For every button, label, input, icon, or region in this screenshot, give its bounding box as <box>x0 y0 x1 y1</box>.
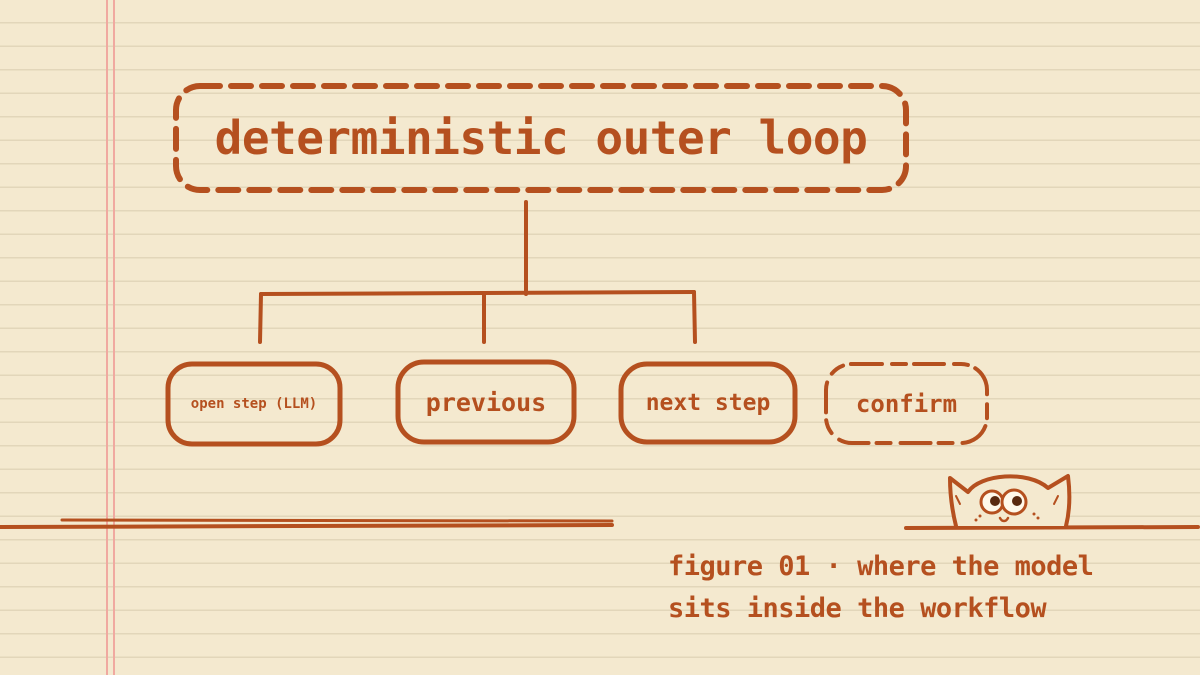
peeking-cat-icon <box>948 474 1072 528</box>
figure-caption: figure 01 · where the model sits inside … <box>668 546 1178 630</box>
caption-line-2: sits inside the workflow <box>668 593 1047 624</box>
underline-left <box>0 523 614 529</box>
connector-child-1 <box>258 292 263 344</box>
connector-child-3 <box>692 290 697 344</box>
child-node-label: confirm <box>855 389 958 418</box>
child-node-next-step: next step <box>621 364 795 442</box>
child-node-border-1 <box>165 361 343 447</box>
child-node-previous: previous <box>398 362 574 442</box>
child-node-confirm: confirm <box>826 364 987 443</box>
root-node: deterministic outer loop <box>176 86 906 190</box>
child-node-border-4 <box>824 362 989 445</box>
child-node-border-2 <box>395 359 577 445</box>
root-node-label: deterministic outer loop <box>214 111 868 165</box>
child-node-open-step: open step (LLM) <box>168 364 340 444</box>
root-node-border <box>173 83 909 193</box>
notebook-margin-line <box>104 0 118 675</box>
caption-line-1: figure 01 · where the model <box>668 551 1094 582</box>
underline-left-shadow <box>60 518 614 523</box>
child-node-label: next step <box>645 390 771 416</box>
underline-right <box>904 525 1200 530</box>
child-node-label: previous <box>425 387 547 417</box>
child-node-label: open step (LLM) <box>190 396 318 412</box>
connector-branch-bar <box>259 290 696 296</box>
child-node-border-3 <box>618 361 798 445</box>
